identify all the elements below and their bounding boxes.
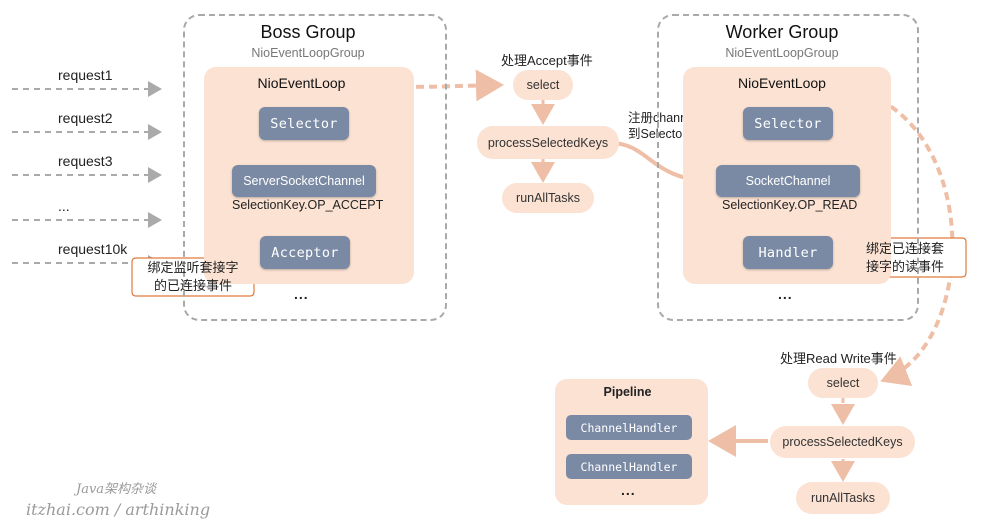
boss-more-ellipsis: ... bbox=[294, 286, 309, 302]
channel-handler-box: ChannelHandler bbox=[566, 415, 692, 440]
worker-more-ellipsis: ... bbox=[778, 286, 793, 302]
accept-run-tasks-pill: runAllTasks bbox=[502, 183, 594, 213]
worker-callout-text: 绑定已连接套 接字的读事件 bbox=[865, 241, 944, 274]
op-accept-label: SelectionKey.OP_ACCEPT bbox=[232, 198, 384, 212]
rw-run-tasks-pill: runAllTasks bbox=[796, 482, 890, 514]
boss-event-loop-title: NioEventLoop bbox=[257, 75, 346, 91]
accept-process-keys-pill: processSelectedKeys bbox=[477, 126, 619, 159]
boss-selector-box: Selector bbox=[259, 107, 349, 140]
rw-flow-heading: 处理Read Write事件 bbox=[780, 351, 897, 366]
server-socket-channel-box: ServerSocketChannel bbox=[232, 165, 376, 197]
boss-group-title: Boss Group bbox=[260, 22, 356, 42]
pipeline-panel bbox=[555, 379, 708, 505]
accept-select-pill: select bbox=[513, 70, 573, 100]
channel-handler-box: ChannelHandler bbox=[566, 454, 692, 479]
request-label: request10k bbox=[58, 241, 128, 257]
socket-channel-box: SocketChannel bbox=[716, 165, 860, 197]
request-label: request1 bbox=[58, 67, 113, 83]
boss-callout-text: 绑定监听套接字 的已连接事件 bbox=[147, 260, 239, 293]
rw-select-pill: select bbox=[808, 368, 878, 398]
request-label: request2 bbox=[58, 110, 113, 126]
handler-box: Handler bbox=[743, 236, 833, 269]
rw-process-keys-pill: processSelectedKeys bbox=[770, 426, 915, 458]
worker-selector-box: Selector bbox=[743, 107, 833, 140]
watermark-line-1: Java架构杂谈 bbox=[76, 482, 157, 497]
request-label: ... bbox=[58, 198, 70, 214]
watermark-line-2: itzhai.com / arthinking bbox=[26, 500, 211, 519]
worker-event-loop-title: NioEventLoop bbox=[738, 75, 826, 91]
op-read-label: SelectionKey.OP_READ bbox=[722, 198, 858, 212]
accept-flow-heading: 处理Accept事件 bbox=[501, 53, 593, 68]
pipeline-title: Pipeline bbox=[603, 385, 652, 399]
request-label: request3 bbox=[58, 153, 113, 169]
acceptor-box: Acceptor bbox=[260, 236, 350, 269]
worker-group-title: Worker Group bbox=[725, 22, 839, 42]
boss-group-subtitle: NioEventLoopGroup bbox=[251, 46, 365, 60]
worker-group bbox=[657, 14, 919, 321]
pipeline-more-ellipsis: ... bbox=[621, 482, 636, 498]
boss-group bbox=[183, 14, 447, 321]
worker-group-subtitle: NioEventLoopGroup bbox=[725, 46, 839, 60]
